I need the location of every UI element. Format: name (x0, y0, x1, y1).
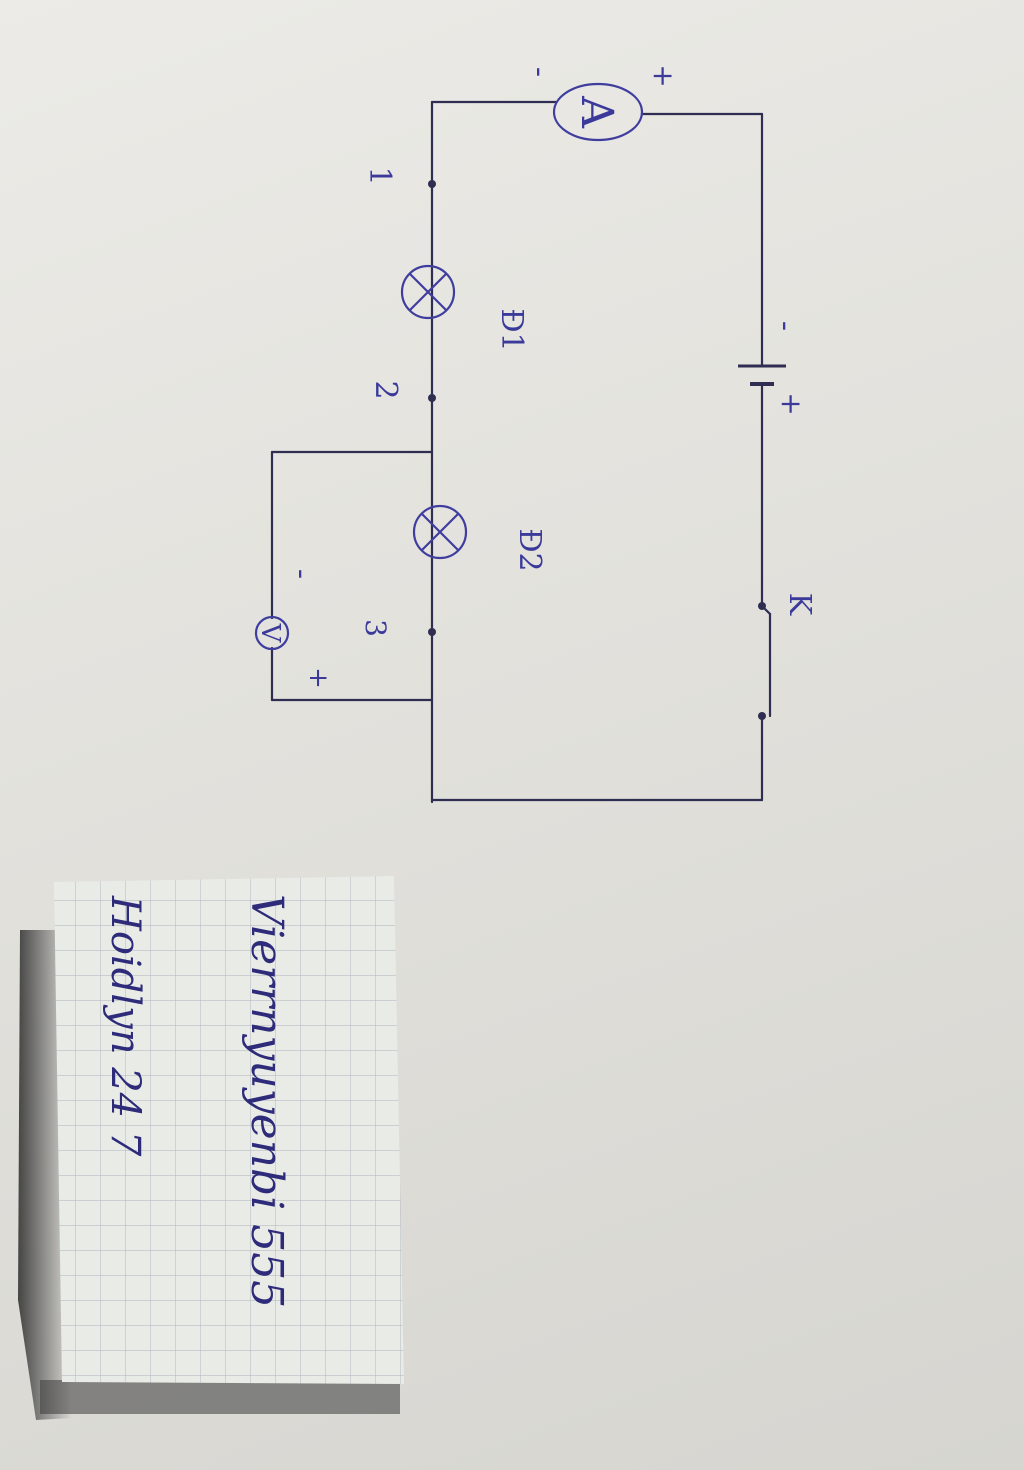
circuit-diagram: A + - Đ1 Đ2 1 2 3 - + (254, 64, 817, 804)
node-label-1: 1 (362, 166, 397, 185)
note-line-2: Hoidlyn 24 7 (102, 895, 148, 1157)
voltmeter-symbol: V (255, 623, 285, 644)
ammeter-minus: - (522, 67, 557, 77)
switch-icon (760, 604, 772, 718)
voltmeter-plus: + (303, 667, 333, 689)
name-note: Vierrnyuyenbi 555 Hoidlyn 24 7 (18, 876, 404, 1420)
switch-label: K (782, 593, 817, 616)
note-grid (54, 876, 404, 1384)
node-label-2: 2 (368, 380, 403, 399)
lamp2-icon (412, 504, 468, 560)
battery-plus: + (775, 392, 808, 415)
node-label-3: 3 (359, 619, 392, 637)
lamp2-label: Đ2 (512, 528, 547, 571)
note-line-1: Vierrnyuyenbi 555 (241, 894, 292, 1308)
lamp1-label: Đ1 (494, 308, 529, 351)
ammeter-symbol: A (571, 95, 622, 129)
battery-icon (738, 364, 786, 386)
wires (270, 100, 764, 804)
note-shadow-bottom (40, 1380, 400, 1414)
lamp1-icon (400, 264, 456, 320)
battery-minus: - (768, 321, 803, 331)
node-dots (428, 180, 766, 720)
voltmeter-icon: V (254, 615, 290, 651)
ammeter-icon: A (552, 82, 644, 142)
ammeter-plus: + (647, 64, 680, 87)
voltmeter-minus: - (284, 569, 319, 579)
